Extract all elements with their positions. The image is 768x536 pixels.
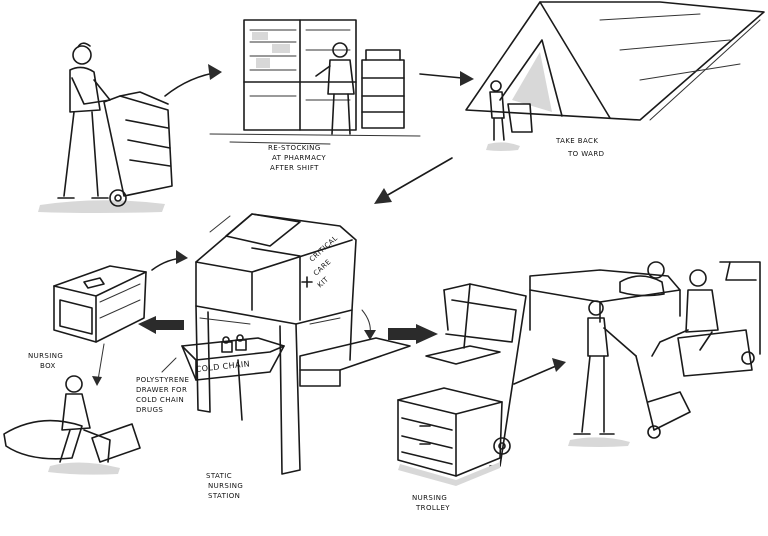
- take-back-caption: TAKE BACK TO WARD: [555, 137, 604, 158]
- nurse-with-box-sketch: [3, 375, 141, 475]
- flow-arrow-1: [164, 64, 222, 97]
- double-arrow-left: [138, 316, 184, 334]
- svg-text:COLD CHAIN: COLD CHAIN: [136, 396, 184, 404]
- flow-arrow-2: [419, 71, 474, 86]
- svg-text:NURSING: NURSING: [28, 352, 63, 360]
- flow-arrow-7: [513, 358, 566, 385]
- svg-text:NURSING: NURSING: [208, 482, 243, 490]
- flow-arrow-5: [92, 343, 105, 386]
- ward-scene-sketch: [529, 261, 761, 447]
- svg-text:AFTER SHIFT: AFTER SHIFT: [270, 164, 319, 172]
- svg-text:AT PHARMACY: AT PHARMACY: [272, 154, 326, 162]
- field-tent-sketch: [465, 1, 765, 151]
- nursing-trolley-caption: NURSING TROLLEY: [412, 494, 450, 512]
- svg-text:TROLLEY: TROLLEY: [415, 504, 450, 512]
- static-nursing-station-sketch: [181, 213, 411, 475]
- double-arrow-right: [388, 324, 438, 344]
- polystyrene-caption: POLYSTYRENE DRAWER FOR COLD CHAIN DRUGS: [136, 357, 189, 414]
- static-station-caption: STATIC NURSING STATION: [206, 472, 243, 500]
- svg-text:STATIC: STATIC: [206, 472, 232, 480]
- svg-text:CRITICAL: CRITICAL: [308, 234, 339, 263]
- svg-text:COLD CHAIN: COLD CHAIN: [195, 359, 250, 374]
- cold-chain-caption: COLD CHAIN: [195, 359, 250, 374]
- restocking-caption: RE-STOCKING AT PHARMACY AFTER SHIFT: [268, 144, 326, 172]
- svg-text:STATION: STATION: [208, 492, 240, 500]
- svg-text:NURSING: NURSING: [412, 494, 447, 502]
- svg-text:BOX: BOX: [40, 362, 56, 370]
- nursing-box-caption: NURSING BOX: [28, 352, 63, 370]
- svg-text:DRUGS: DRUGS: [136, 406, 163, 414]
- svg-text:KIT: KIT: [316, 275, 331, 289]
- svg-text:TO WARD: TO WARD: [567, 150, 604, 158]
- svg-text:RE-STOCKING: RE-STOCKING: [268, 144, 321, 152]
- nursing-box-sketch: [53, 265, 147, 343]
- flow-arrow-3: [374, 157, 453, 204]
- svg-text:DRAWER FOR: DRAWER FOR: [136, 386, 187, 394]
- flow-arrow-4: [151, 250, 188, 271]
- critical-care-kit-caption: CRITICAL CARE KIT: [308, 234, 339, 289]
- nursing-trolley-sketch: [397, 283, 527, 486]
- person-pushing-trolley-sketch: [38, 42, 173, 213]
- flow-arrow-6: [361, 309, 376, 340]
- svg-text:POLYSTYRENE: POLYSTYRENE: [136, 376, 189, 384]
- svg-text:TAKE BACK: TAKE BACK: [555, 137, 598, 145]
- pharmacy-restock-sketch: [209, 19, 421, 145]
